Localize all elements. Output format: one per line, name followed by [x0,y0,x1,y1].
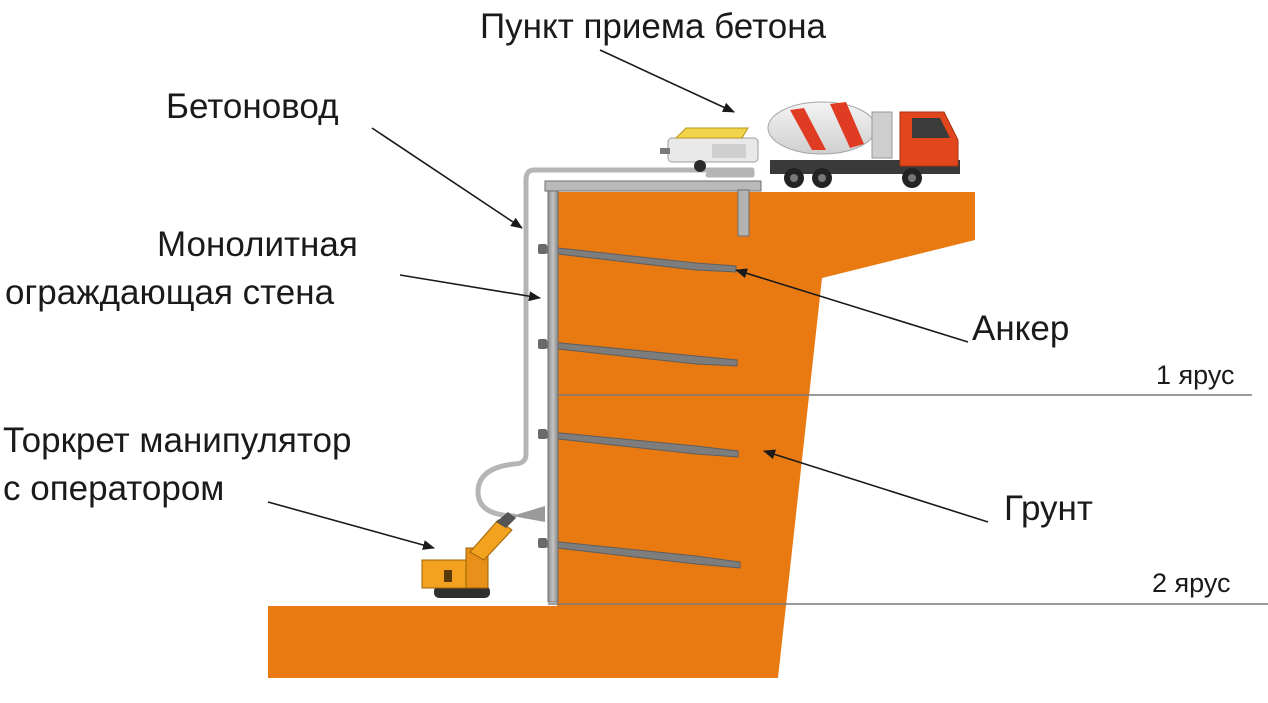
arrow-wall [399,274,541,302]
label-concrete-reception: Пункт приема бетона [480,7,827,46]
label-soil: Грунт [1004,489,1093,528]
anchors [539,245,741,569]
retaining-wall [547,189,559,603]
label-wall-line2: ограждающая стена [5,273,335,312]
label-tier1: 1 ярус [1156,360,1235,390]
capping-post [737,189,750,237]
label-anchor: Анкер [972,309,1069,348]
arrow-soil [763,449,989,523]
capping-beam [544,180,762,192]
shotcrete-robot-icon [421,512,516,598]
label-concrete-pipe: Бетоновод [166,87,339,126]
label-shotcrete-line2: с оператором [3,469,224,508]
callout-arrows [267,49,989,550]
concrete-pipe [475,167,755,519]
anchor-heads [538,244,547,548]
arrow-robot [267,501,435,550]
arrow-anchor [735,268,969,343]
label-shotcrete-line1: Торкрет манипулятор [3,421,351,460]
label-wall-line1: Монолитная [157,225,358,264]
arrow-concrete-pipe [371,127,523,229]
arrow-concrete-reception [599,49,735,113]
spray-cone [512,506,545,522]
concrete-pump-icon [660,127,759,172]
mixer-truck-icon [767,101,960,188]
label-tier2: 2 ярус [1152,568,1231,598]
soil-mass [268,192,975,678]
